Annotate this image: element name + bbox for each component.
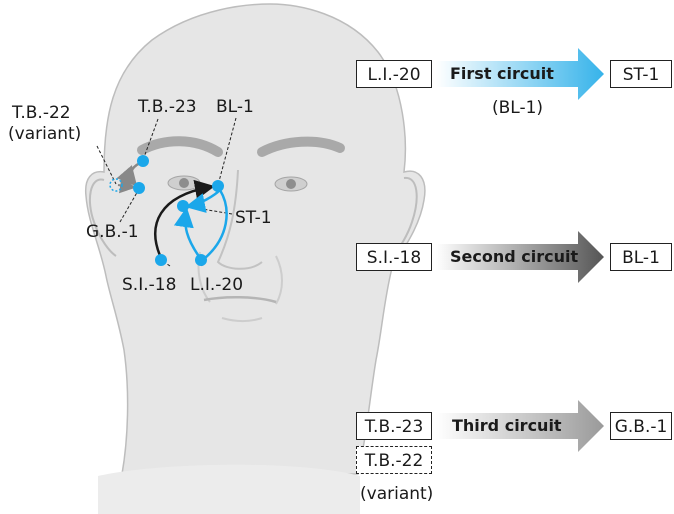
label-bl1: BL-1 [216,97,254,117]
circuit3-to-box: G.B.-1 [610,412,672,440]
left-ear [88,178,117,257]
circuit3-from-box: T.B.-23 [356,412,432,440]
point-si18 [155,254,167,266]
label-tb22-variant: (variant) [8,124,82,144]
label-li20: L.I.-20 [190,275,244,295]
third-circuit-arrow [436,400,604,452]
label-tb23: T.B.-23 [138,97,197,117]
circuit2-label: Second circuit [450,247,579,266]
circuit1-note: (BL-1) [492,98,544,118]
left-eyebrow [137,136,223,157]
li20-to-st1-path [173,207,202,259]
second-circuit-arrow [436,231,604,283]
right-eyebrow [257,136,345,157]
label-tb22: T.B.-22 [12,103,71,123]
label-si18: S.I.-18 [122,275,177,295]
circuit3-variant-note: (variant) [360,484,434,504]
point-bl1 [212,180,224,192]
si18-to-bl1-path [154,179,215,259]
point-tb22 [109,178,123,192]
circuit3-variant-box: T.B.-22 [356,446,432,474]
label-gb1: G.B.-1 [86,222,139,242]
circuit3-label: Third circuit [452,416,562,435]
point-tb23 [137,155,149,167]
point-gb1 [133,182,145,194]
circuit2-from-box: S.I.-18 [356,243,432,271]
label-st1: ST-1 [235,208,272,228]
circuit1-from-box: L.I.-20 [356,60,432,88]
circuit2-to-box: BL-1 [610,243,672,271]
circuit1-label: First circuit [450,64,554,83]
tb22-to-gb1-path [117,177,136,194]
circuit1-to-box: ST-1 [610,60,672,88]
first-circuit-arrow [436,48,604,100]
mouth [203,295,277,304]
nose [216,169,263,270]
point-li20 [195,254,207,266]
point-st1 [177,200,189,212]
